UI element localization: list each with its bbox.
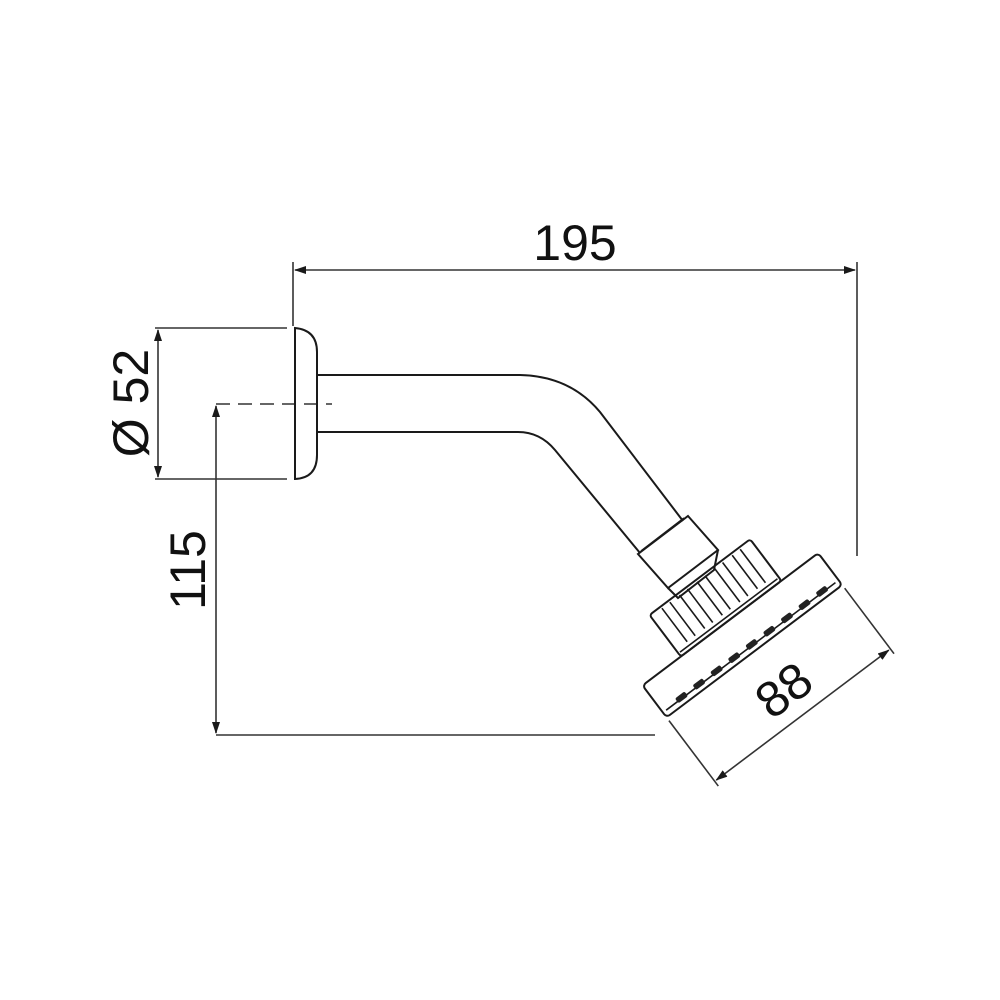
dimension-overall-length: 195 [292,215,858,556]
pipe-bottom-edge [317,431,641,554]
pipe-top-edge [317,374,684,522]
dimension-label-88: 88 [745,651,823,729]
dimension-head-diameter: 88 [668,587,895,787]
extension-line-left [668,720,719,787]
shower-head: 88 [643,539,895,787]
extension-line-right [844,587,895,655]
dimension-drop-height: 115 [160,405,655,736]
dimension-label-115: 115 [160,530,216,610]
shower-arm [317,374,720,600]
dimension-line-88 [715,649,890,781]
dimension-flange-diameter: Ø 52 [103,327,287,480]
wall-flange [294,326,318,481]
dimension-label-52: Ø 52 [103,349,159,457]
dimension-label-195: 195 [533,215,616,271]
connector-collar [667,549,719,600]
